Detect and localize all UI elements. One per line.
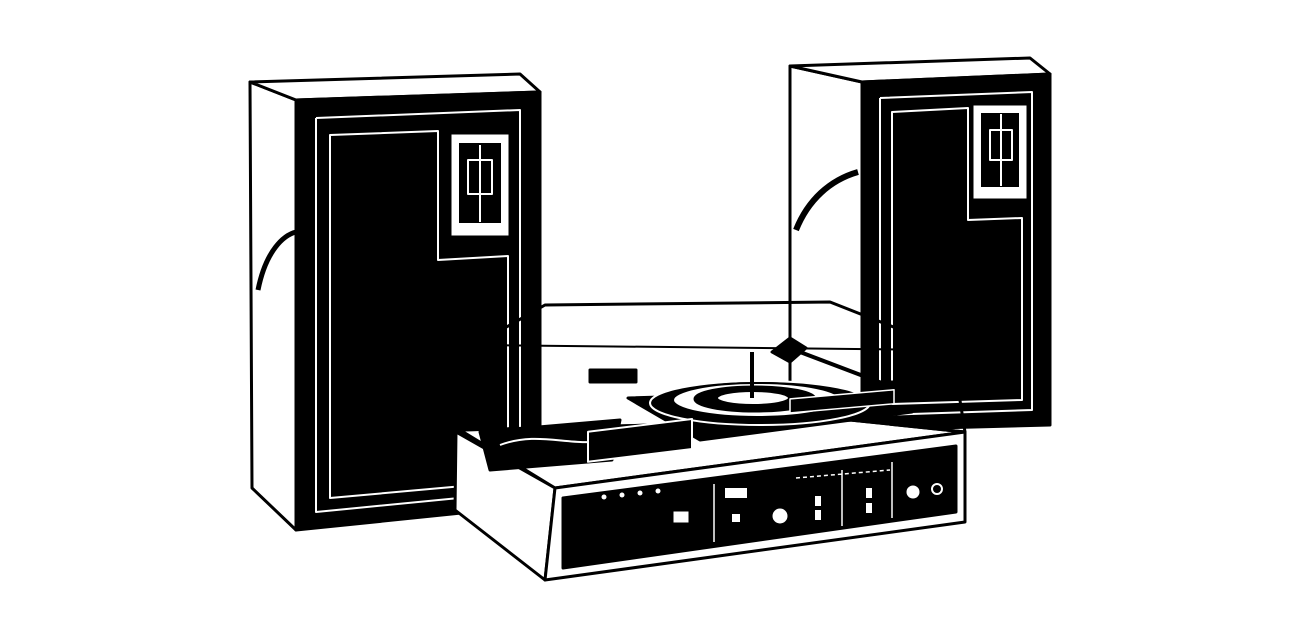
radio-dial-scale (795, 469, 891, 479)
slider-switch (815, 510, 821, 520)
right-speaker-highlight (793, 169, 859, 232)
tuning-knob-icon (903, 482, 923, 502)
right-speaker-icon (788, 56, 1052, 432)
turntable-console-icon (453, 300, 967, 582)
tonearm-base (770, 336, 808, 364)
headphone-jack-icon (931, 483, 943, 495)
slider-switch (866, 488, 872, 498)
radio-dial (789, 389, 895, 414)
dust-cover-front-edge (474, 344, 953, 351)
right-speaker-side (788, 64, 864, 432)
power-button (732, 514, 740, 522)
indicator-dot (637, 490, 643, 496)
record-compartment (478, 418, 622, 472)
left-speaker-side (248, 80, 298, 532)
left-speaker-highlight (255, 229, 297, 291)
display-window (725, 488, 747, 498)
dust-cover-edge-left (463, 344, 477, 431)
indicator-dot (655, 488, 661, 494)
tape-deck (587, 418, 693, 463)
volume-knob-icon (769, 505, 791, 527)
slider-switch (815, 496, 821, 506)
cover-badge (588, 368, 638, 384)
indicator-dot (601, 494, 607, 500)
indicator-dot (619, 492, 625, 498)
slider-switch (866, 503, 872, 513)
tape-eject-button (670, 508, 692, 526)
right-speaker-trim (879, 91, 1033, 416)
control-panel (561, 444, 958, 570)
